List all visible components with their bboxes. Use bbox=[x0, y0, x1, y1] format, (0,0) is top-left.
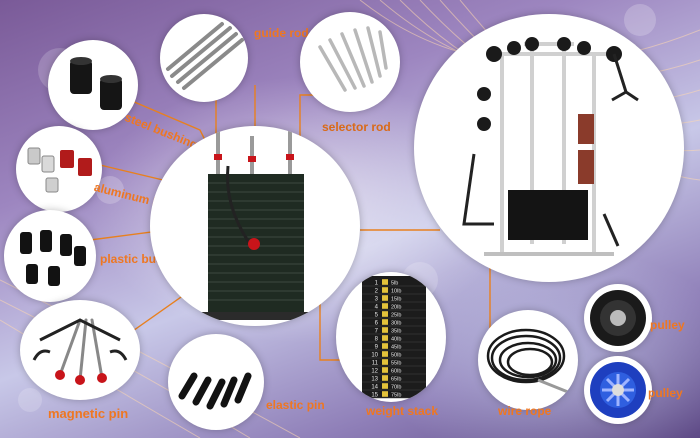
weight-stack-marker bbox=[382, 375, 388, 381]
weight-stack-marker bbox=[382, 335, 388, 341]
weight-stack-marker bbox=[382, 327, 388, 333]
elastic-pin-image bbox=[168, 334, 264, 430]
weight-stack-plate-weight: 45lb bbox=[391, 345, 401, 351]
weight-stack-plate-weight: 35lb bbox=[391, 329, 401, 335]
weight-stack-plate-number: 13 bbox=[371, 377, 378, 383]
selector-rod-icon bbox=[318, 26, 388, 92]
pulley-label-2: pulley bbox=[648, 386, 683, 400]
pulley-label-1: pulley bbox=[650, 318, 685, 332]
guide-rod-image bbox=[160, 14, 248, 102]
weight-stack-main-icon bbox=[198, 131, 314, 320]
weight-stack-plate-weight: 15lb bbox=[391, 297, 401, 303]
weight-stack-plate-weight: 50lb bbox=[391, 353, 401, 359]
weight-stack-plate-weight: 5lb bbox=[391, 281, 398, 287]
wire-rope-image bbox=[478, 310, 578, 410]
pulley-blue-icon bbox=[590, 362, 646, 418]
weight-stack-plate-weight: 20lb bbox=[391, 305, 401, 311]
weight-stack-plate-number: 14 bbox=[371, 385, 378, 391]
guide-rod-icon bbox=[166, 22, 244, 90]
wire-rope-label: wire rope bbox=[498, 404, 552, 418]
steel-bushing-image bbox=[48, 40, 138, 130]
weight-stack-plate-number: 3 bbox=[375, 297, 379, 303]
weight-stack-plate-weight: 10lb bbox=[391, 289, 401, 295]
weight-stack-plate-number: 1 bbox=[375, 281, 379, 287]
weight-stack-plate-number: 12 bbox=[371, 369, 378, 375]
weight-stack-marker bbox=[382, 311, 388, 317]
weight-stack-plate-weight: 75lb bbox=[391, 393, 401, 399]
elastic-pin-label: elastic pin bbox=[266, 398, 325, 412]
weight-stack-plate-number: 2 bbox=[375, 289, 379, 295]
weight-stack-plate-weight: 55lb bbox=[391, 361, 401, 367]
weight-stack-plate-weight: 25lb bbox=[391, 313, 401, 319]
aluminum-bushing-icon bbox=[27, 147, 92, 193]
weight-stack-marker bbox=[382, 359, 388, 365]
weight-stack-marker bbox=[382, 391, 388, 397]
weight-stack-plate-number: 5 bbox=[375, 313, 379, 319]
weight-stack-plate-weight: 30lb bbox=[391, 321, 401, 327]
selector-rod-image bbox=[300, 12, 400, 112]
cable-machine-image bbox=[414, 14, 684, 282]
weight-stack-plate-number: 6 bbox=[375, 321, 379, 327]
weight-stack-plate-number: 9 bbox=[375, 345, 379, 351]
plastic-bushing-icon bbox=[20, 230, 86, 286]
weight-stack-plate-weight: 65lb bbox=[391, 377, 401, 383]
pulley-black-icon bbox=[590, 290, 646, 346]
weight-stack-plate-weight: 60lb bbox=[391, 369, 401, 375]
guide-rod-label: guide rod bbox=[254, 26, 309, 40]
weight-stack-plate-number: 10 bbox=[371, 353, 378, 359]
weight-stack-plate-number: 8 bbox=[375, 337, 379, 343]
weight-stack-marker bbox=[382, 367, 388, 373]
weight-stack-plate-weight: 40lb bbox=[391, 337, 401, 343]
weight-stack-main-image bbox=[150, 126, 360, 326]
weight-stack-plate-number: 15 bbox=[371, 393, 378, 399]
weight-stack-plate-number: 11 bbox=[372, 361, 379, 367]
magnetic-pin-icon bbox=[32, 318, 128, 385]
weight-stack-marker bbox=[382, 351, 388, 357]
plastic-bushing-image bbox=[4, 210, 96, 302]
cable-machine-icon bbox=[462, 37, 639, 256]
weight-stack-plate-number: 7 bbox=[375, 329, 379, 335]
steel-bushing-icon bbox=[70, 57, 122, 110]
weight-stack-marker bbox=[382, 287, 388, 293]
selector-rod-label: selector rod bbox=[322, 120, 391, 134]
pulley-blue-image bbox=[584, 356, 652, 424]
aluminum-bushing-image bbox=[16, 126, 102, 212]
pulley-black-image bbox=[584, 284, 652, 352]
wire-rope-icon bbox=[486, 328, 569, 394]
weight-stack-marker bbox=[382, 295, 388, 301]
weight-stack-marker bbox=[382, 279, 388, 285]
weight-stack-marker bbox=[382, 343, 388, 349]
weight-stack-label: weight stack bbox=[366, 404, 439, 418]
weight-stack-plate-number: 4 bbox=[375, 305, 379, 311]
magnetic-pin-label: magnetic pin bbox=[48, 406, 129, 421]
elastic-pin-icon bbox=[178, 372, 252, 410]
weight-stack-marker bbox=[382, 383, 388, 389]
magnetic-pin-image bbox=[20, 300, 140, 400]
weight-stack-marker bbox=[382, 319, 388, 325]
weight-stack-marker bbox=[382, 303, 388, 309]
weight-stack-plate-weight: 70lb bbox=[391, 385, 401, 391]
